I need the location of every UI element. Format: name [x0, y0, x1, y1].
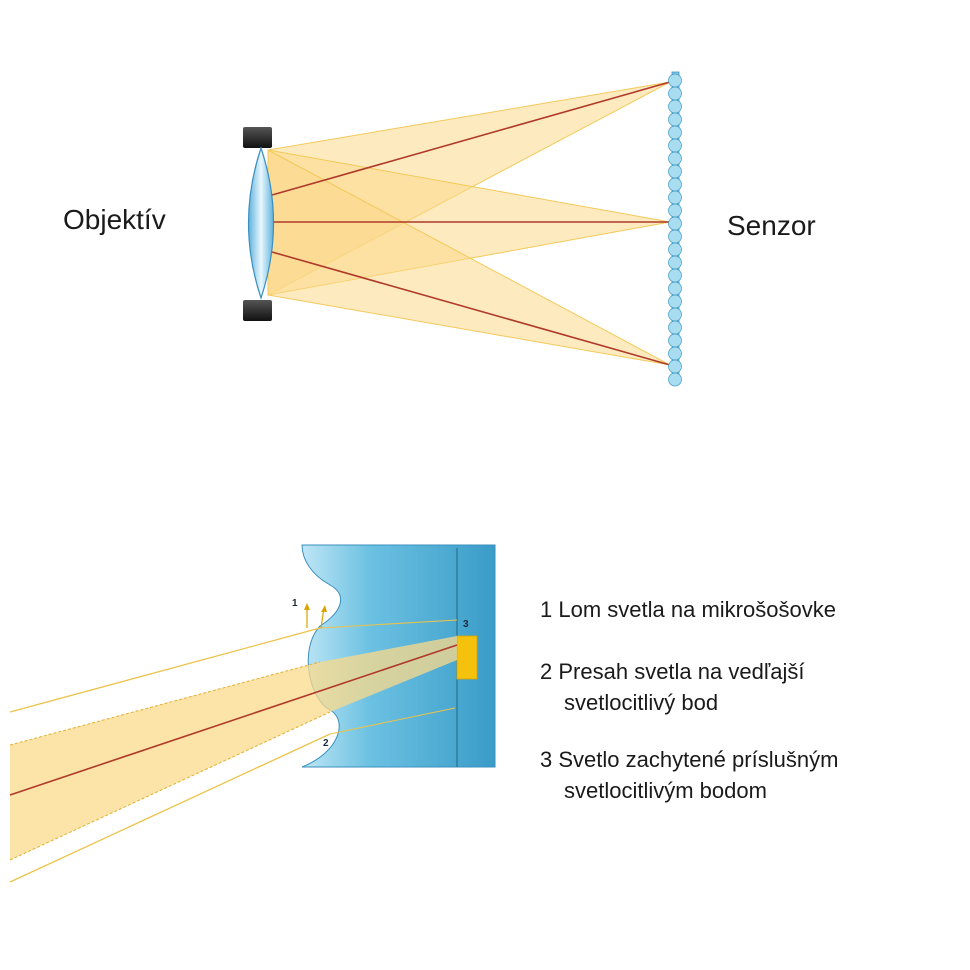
beam-edge-dashed-bottom	[9, 711, 331, 861]
stray-ray-lower-refracted	[329, 707, 456, 735]
light-cones	[267, 81, 671, 366]
detail-beam	[9, 603, 458, 883]
sensor-microlens	[668, 151, 682, 166]
stray-ray-upper-refracted	[319, 619, 458, 629]
sensor-microlens	[668, 242, 682, 257]
legend-text: Presah svetla na vedľajší	[558, 659, 805, 684]
detail-number-3: 3	[463, 619, 469, 630]
legend-item-1: 1 Lom svetla na mikrošošovke	[540, 594, 836, 625]
sensor-microlens	[668, 177, 682, 192]
sensor-microlens	[668, 359, 682, 374]
sensor-microlens	[668, 190, 682, 205]
objective-lens	[247, 146, 275, 300]
ray-top	[271, 81, 671, 196]
legend-number: 2	[540, 659, 553, 684]
lens-mount-top	[243, 127, 272, 148]
sensor-label: Senzor	[727, 210, 816, 241]
lens-mount-bottom	[243, 300, 272, 321]
detail-chief-ray	[9, 644, 458, 796]
sensor-microlens	[668, 125, 682, 140]
arrowhead-1a	[304, 603, 310, 610]
sensor-microlens	[668, 320, 682, 335]
sensor-microlens	[668, 138, 682, 153]
chief-rays	[271, 81, 671, 366]
sensor-microlens	[668, 346, 682, 361]
sensor-microlens	[668, 203, 682, 218]
sensor-array	[668, 71, 682, 387]
legend-text: Lom svetla na mikrošošovke	[558, 597, 836, 622]
photosite-3	[456, 635, 478, 680]
legend-text-continued: svetlocitlivý bod	[564, 690, 719, 715]
legend-number: 1	[540, 597, 553, 622]
sensor-microlens	[668, 112, 682, 127]
beam-edge-dashed-top	[9, 661, 321, 746]
sensor-microlens	[668, 372, 682, 387]
detail-number-2: 2	[323, 738, 329, 749]
sensor-microlens	[668, 255, 682, 270]
sensor-microlens	[668, 86, 682, 101]
legend-text: Svetlo zachytené príslušným	[558, 747, 839, 772]
legend-item-2: 2 Presah svetla na vedľajší svetlocitliv…	[540, 656, 804, 718]
sensor-microlens	[668, 307, 682, 322]
sensor-microlens	[668, 294, 682, 309]
sensor-microlens	[668, 229, 682, 244]
lens-label: Objektív	[63, 204, 166, 235]
detail-number-1: 1	[292, 598, 298, 609]
legend-number: 3	[540, 747, 553, 772]
sensor-microlens	[668, 333, 682, 348]
beam-main	[10, 636, 457, 860]
lens-mount	[243, 127, 272, 321]
sensor-microlens	[668, 99, 682, 114]
sensor-microlens	[668, 281, 682, 296]
ray-bottom	[271, 251, 671, 366]
legend-item-3: 3 Svetlo zachytené príslušným svetlocitl…	[540, 744, 838, 806]
stray-ray-lower	[9, 733, 331, 883]
legend-text-continued: svetlocitlivým bodom	[564, 778, 767, 803]
sensor-microlens	[668, 73, 682, 88]
arrowhead-1b	[321, 605, 327, 612]
sensor-microlens	[668, 268, 682, 283]
stray-ray-upper	[9, 627, 321, 713]
sensor-microlens	[668, 216, 682, 231]
sensor-microlens	[668, 164, 682, 179]
